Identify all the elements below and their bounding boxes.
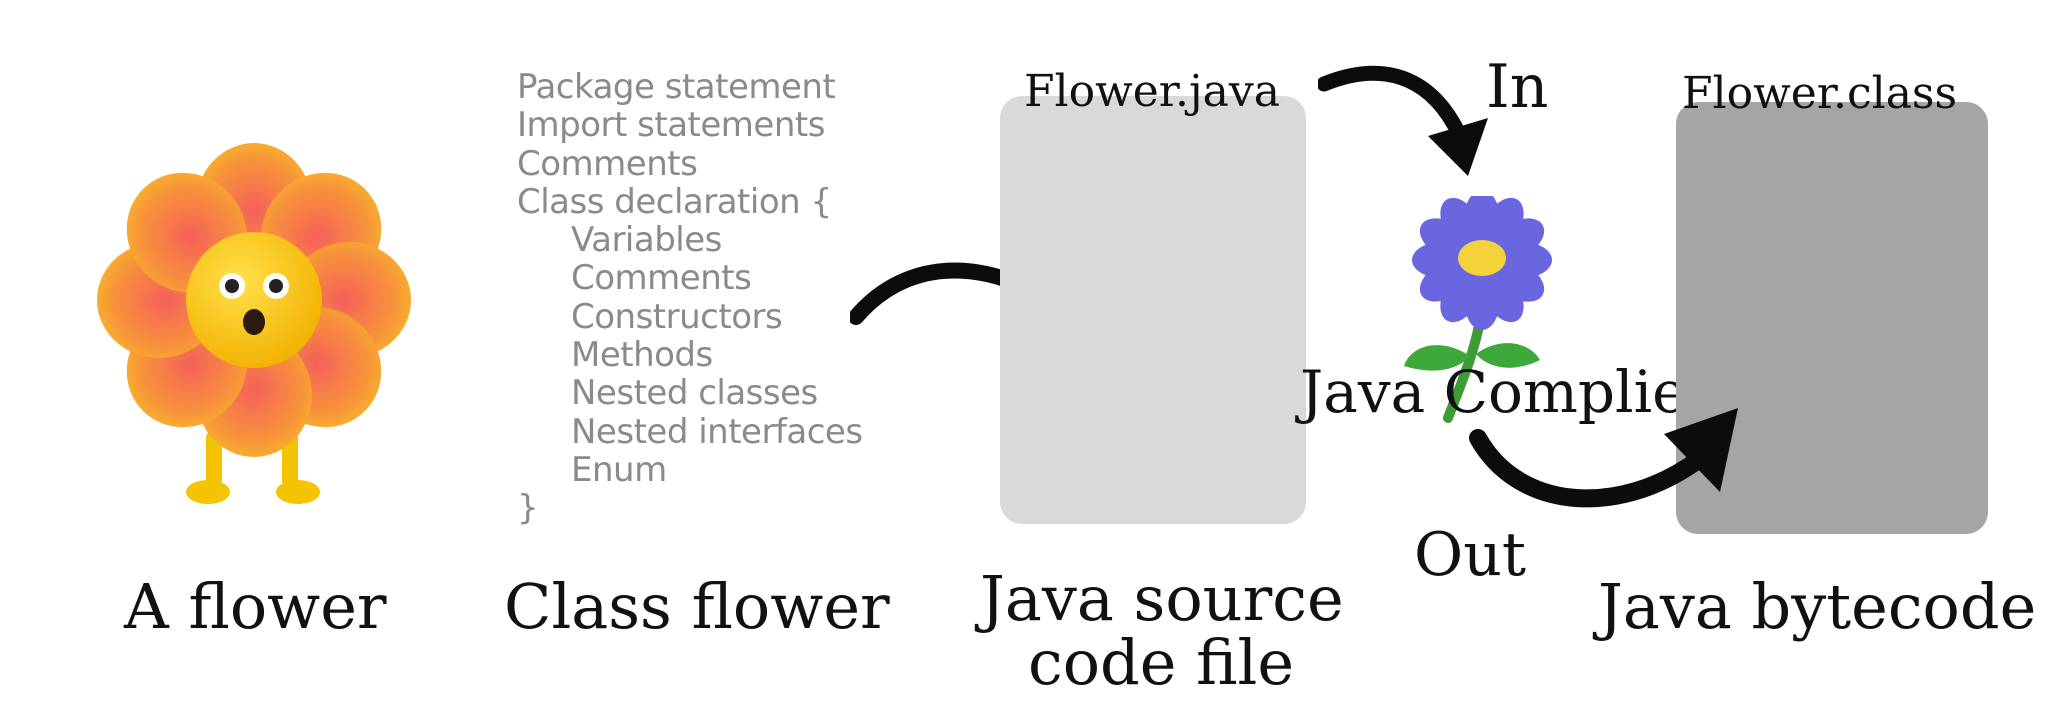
outline-line: Comments [571,258,752,299]
compiler-label: Java Complier [1300,358,1715,426]
outline-line: Package statement [517,67,836,107]
bytecode-file-label: Flower.class [1682,68,1958,119]
outline-line: Class declaration { [517,181,832,222]
compiler-out-label: Out [1414,520,1526,590]
outline-line: Nested interfaces [571,411,863,452]
outline-line: Nested classes [571,373,818,414]
blue-flower-icon [1404,196,1552,423]
outline-line: } [517,488,539,529]
outline-line: Enum [571,449,667,490]
caption-source-line2: code file [1028,626,1295,699]
cartoon-flower-mascot-icon [97,143,411,504]
compiler-in-label: In [1486,52,1549,122]
caption-source-line1: Java source [980,562,1344,635]
source-file-label: Flower.java [1024,66,1280,117]
outline-line: Variables [571,220,722,261]
caption-flower: A flower [124,570,387,643]
outline-line: Comments [517,143,698,184]
class-structure-list: Package statement Import statements Comm… [517,68,863,528]
source-file-card [1000,96,1306,524]
arrow-out-of-compiler-icon [1469,408,1738,508]
outline-line: Constructors [571,296,783,337]
outline-line: Methods [571,335,713,376]
caption-class-flower: Class flower [504,570,890,643]
caption-bytecode: Java bytecode [1598,570,2037,643]
arrow-into-compiler-icon [1318,65,1488,176]
bytecode-file-card [1676,102,1988,534]
outline-line: Import statements [517,105,825,146]
